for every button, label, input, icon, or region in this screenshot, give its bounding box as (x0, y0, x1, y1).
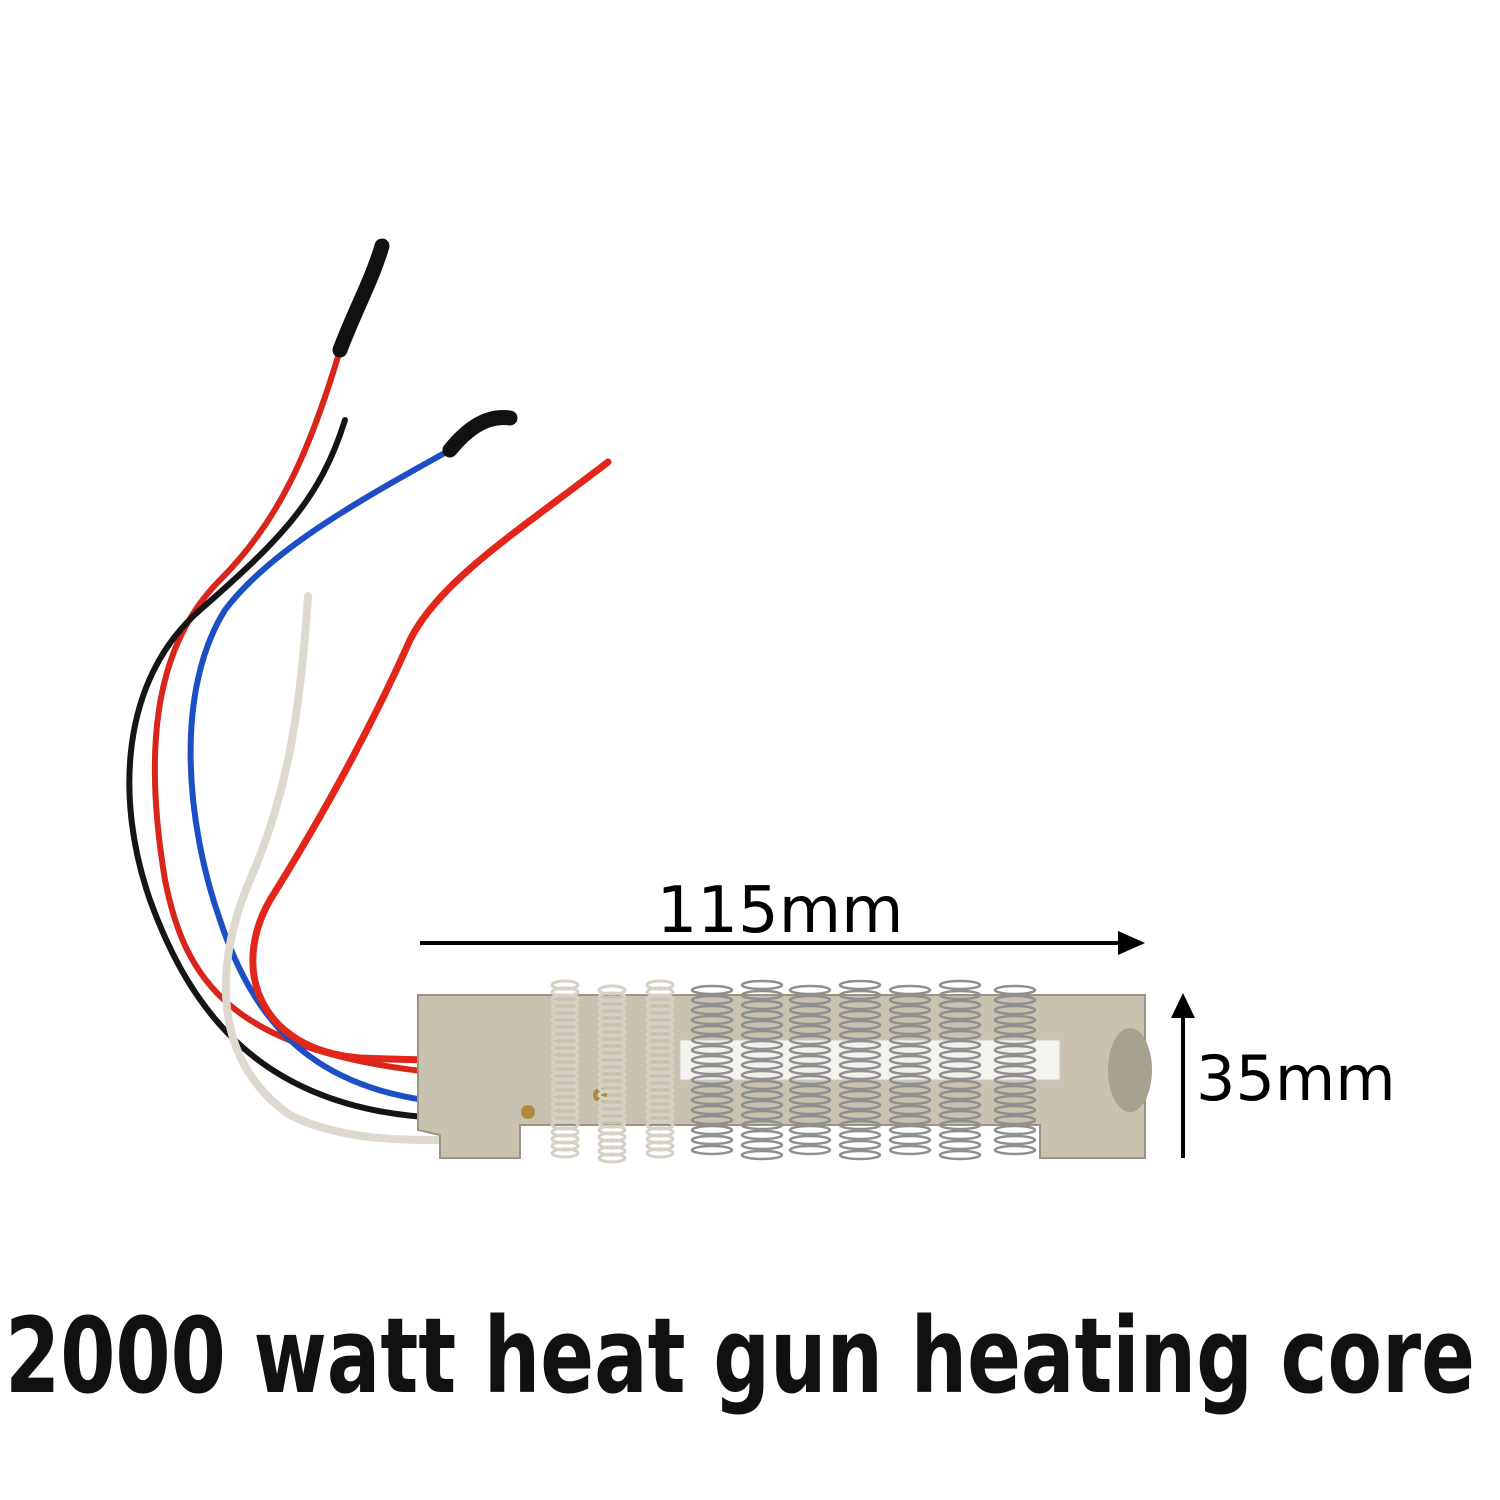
length-label: 115mm (657, 874, 904, 948)
mesh-screen (1108, 1028, 1152, 1112)
black-wire (126, 417, 443, 1121)
coil (597, 984, 627, 1164)
coil (740, 979, 784, 1161)
length-dimension: 115mm (420, 874, 1145, 955)
red-wire-left (151, 347, 433, 1075)
height-label: 35mm (1196, 1042, 1396, 1115)
red-wire-right (249, 458, 684, 1070)
coil (645, 979, 675, 1159)
white-wire (221, 592, 444, 1144)
coil (690, 984, 734, 1156)
caption: 2000 watt heat gun heating core (5, 1295, 1475, 1417)
blue-wire-sleeve (442, 410, 518, 458)
height-dimension: 35mm (1171, 993, 1396, 1158)
blue-wire (187, 447, 483, 1108)
heating-coils (550, 979, 1037, 1164)
coil (888, 984, 932, 1156)
lead-wires (126, 238, 684, 1144)
coil (838, 979, 882, 1161)
coil (788, 984, 832, 1156)
coil (938, 979, 982, 1161)
coil (550, 979, 580, 1159)
coil (993, 984, 1037, 1156)
red-wire-sleeve (332, 238, 390, 358)
terminal (521, 1105, 535, 1119)
